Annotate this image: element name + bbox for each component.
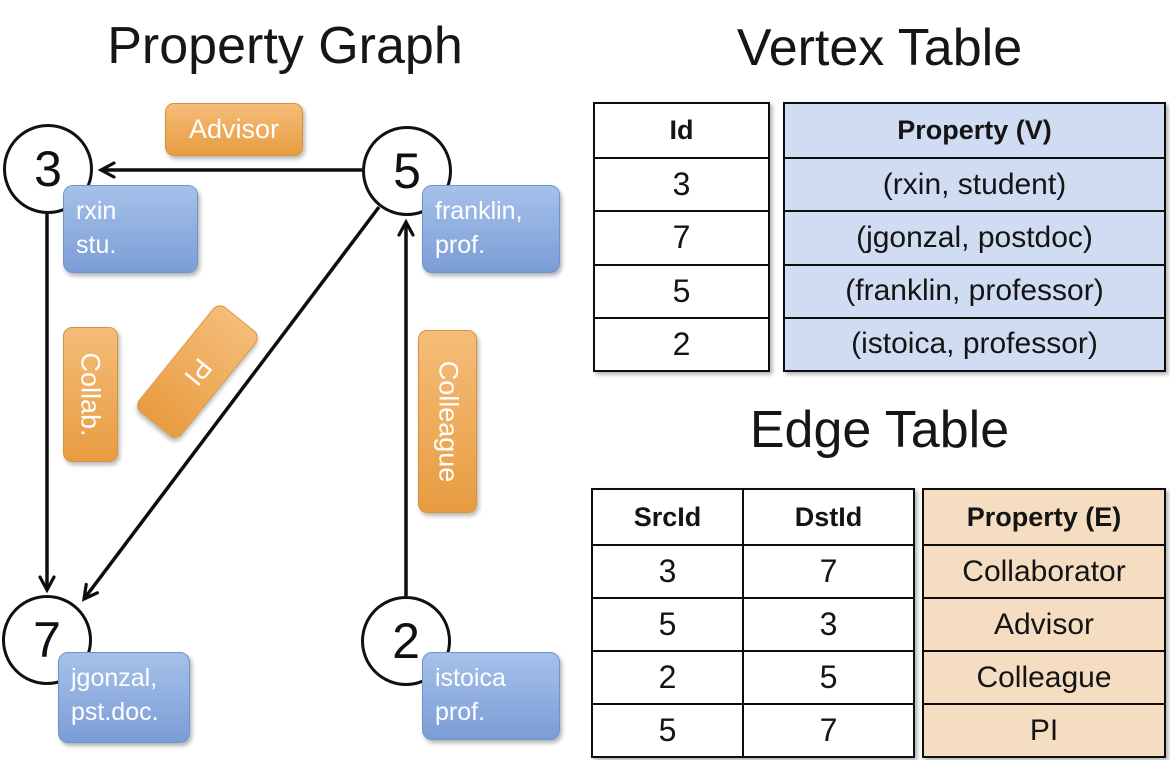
prop-line: prof. bbox=[435, 231, 486, 259]
edge-col-header-property: Property (E) bbox=[924, 490, 1164, 544]
edge-dstid-cell: 3 bbox=[742, 597, 913, 650]
edge-dstid-cell: 7 bbox=[742, 544, 913, 597]
vertex-id-cell: 2 bbox=[595, 316, 768, 370]
vertex-table-title: Vertex Table bbox=[736, 19, 1023, 77]
prop-line: jgonzal, bbox=[71, 664, 158, 692]
vertex-table-id-column: Id 3 7 5 2 bbox=[593, 102, 770, 372]
edge-srcid-cell: 2 bbox=[593, 650, 742, 703]
edge-property-cell: Collaborator bbox=[924, 544, 1164, 597]
vertex-id-cell: 5 bbox=[595, 263, 768, 317]
vertex-col-header-id: Id bbox=[669, 115, 694, 145]
edge-label-text: Colleague bbox=[433, 360, 463, 483]
graph-edges bbox=[38, 161, 415, 602]
graph-node-5: 5 bbox=[362, 126, 452, 216]
edge-col-header-srcid: SrcId bbox=[633, 501, 702, 532]
vertex-prop-box-rxin: rxin stu. bbox=[63, 185, 198, 273]
vertex-table-property-column: Property (V) (rxin, student) (jgonzal, p… bbox=[783, 102, 1166, 372]
node-id: 7 bbox=[33, 612, 61, 668]
edge-dstid-cell: 5 bbox=[742, 650, 913, 703]
vertex-prop-box-jgonzal: jgonzal, pst.doc. bbox=[58, 652, 190, 743]
edge-label-text: PI bbox=[178, 352, 218, 392]
property-graph-title: Property Graph bbox=[107, 17, 463, 75]
vertex-property-cell: (rxin, student) bbox=[785, 157, 1164, 211]
edge-property-cell: Advisor bbox=[924, 597, 1164, 650]
prop-line: stu. bbox=[76, 231, 117, 259]
edge-property-cell: PI bbox=[924, 703, 1164, 756]
edge-table-id-columns: SrcId DstId 3 7 5 3 2 5 5 7 bbox=[591, 488, 915, 758]
prop-line: pst.doc. bbox=[71, 698, 159, 726]
edge-label-collab: Collab. bbox=[63, 327, 118, 462]
edge-pi-line bbox=[81, 205, 381, 602]
vertex-prop-box-franklin: franklin, prof. bbox=[422, 185, 560, 273]
edge-dstid-cell: 7 bbox=[742, 703, 913, 756]
edge-label-advisor: Advisor bbox=[165, 103, 303, 156]
prop-line: prof. bbox=[435, 698, 486, 726]
vertex-col-header-property: Property (V) bbox=[785, 104, 1164, 157]
node-id: 2 bbox=[392, 613, 420, 669]
node-id: 3 bbox=[34, 141, 62, 197]
edge-srcid-cell: 3 bbox=[593, 544, 742, 597]
prop-line: franklin, bbox=[435, 197, 523, 225]
graph-node-2: 2 bbox=[361, 596, 451, 686]
edge-col-header-dstid: DstId bbox=[742, 490, 913, 544]
vertex-property-cell: (jgonzal, postdoc) bbox=[785, 210, 1164, 264]
vertex-id-cell: 7 bbox=[595, 210, 768, 263]
vertex-id-cell: 3 bbox=[595, 157, 768, 210]
edge-label-text: Collab. bbox=[76, 352, 107, 437]
edge-label-colleague: Colleague bbox=[418, 330, 477, 513]
vertex-property-cell: (franklin, professor) bbox=[785, 263, 1164, 317]
edge-property-cell: Colleague bbox=[924, 650, 1164, 703]
node-id: 5 bbox=[393, 143, 421, 199]
vertex-property-cell: (istoica, professor) bbox=[785, 316, 1164, 370]
edge-label-text: Advisor bbox=[188, 114, 280, 144]
edge-srcid-cell: 5 bbox=[593, 597, 742, 650]
vertex-prop-box-istoica: istoica prof. bbox=[422, 652, 560, 740]
edge-srcid-cell: 5 bbox=[593, 703, 742, 756]
prop-line: rxin bbox=[76, 197, 117, 225]
prop-line: istoica bbox=[435, 664, 506, 692]
edge-table-property-column: Property (E) Collaborator Advisor Collea… bbox=[922, 488, 1166, 758]
edge-table-title: Edge Table bbox=[749, 401, 1010, 459]
